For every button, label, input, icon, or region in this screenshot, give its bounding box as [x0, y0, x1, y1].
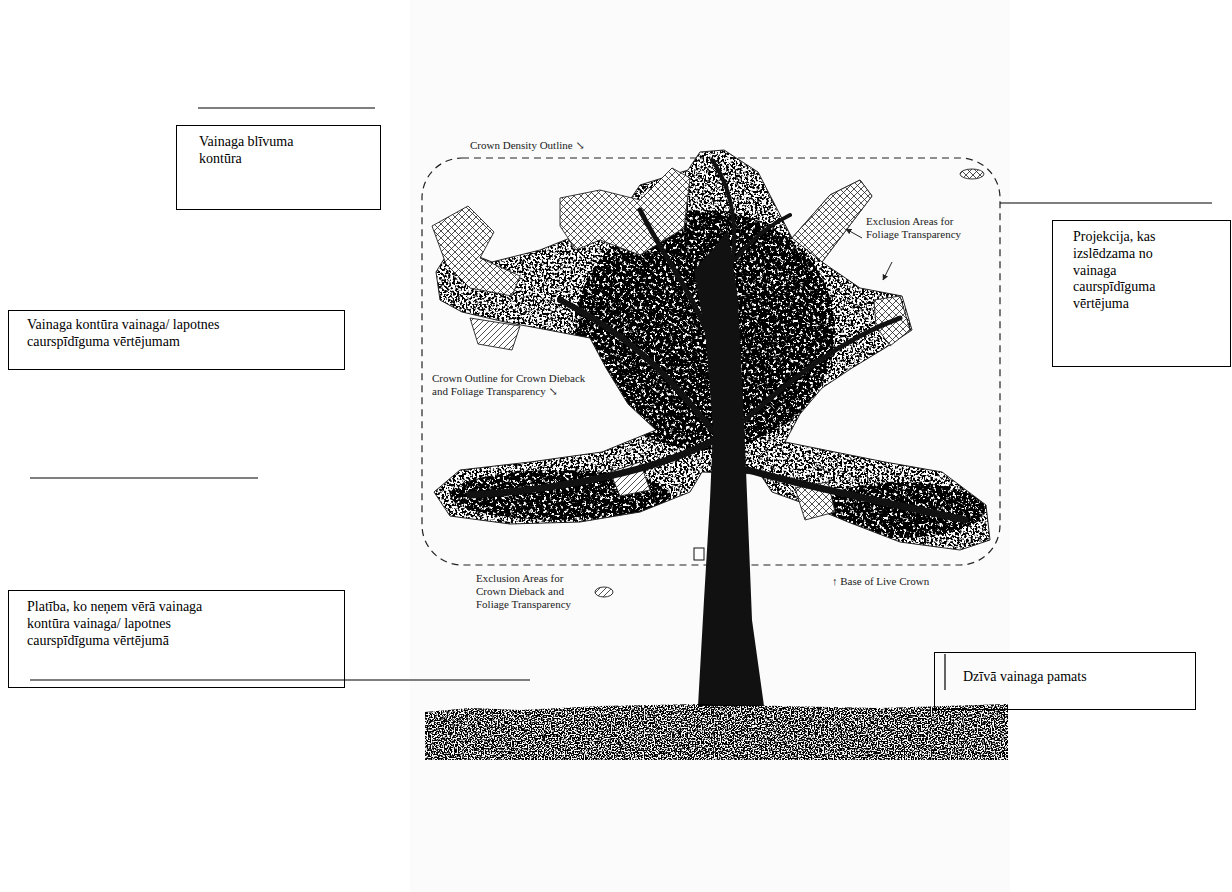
- transparency-exclusion-hatch: [432, 168, 910, 520]
- leader-line: [30, 477, 258, 478]
- figure-label: Crown Outline for Crown Dieback and Foli…: [432, 372, 600, 398]
- scanned-page: [410, 0, 1010, 892]
- crosshatch-symbol-fill: [960, 169, 984, 179]
- diagonal-symbol-fill: [595, 587, 613, 597]
- label-box: Vainaga blīvuma kontūra: [176, 125, 381, 210]
- leader-line: [1000, 202, 1212, 203]
- diagonal-hatch: [470, 318, 520, 350]
- crosshatch: [792, 180, 872, 262]
- box-text: Vainaga blīvuma kontūra: [199, 134, 330, 168]
- crown-base-marker: [694, 548, 704, 560]
- label-box: Platība, ko neņem vērā vainaga kontūra v…: [8, 590, 345, 688]
- leader-line: [30, 679, 530, 680]
- leader-line: [198, 107, 375, 108]
- crosshatch-area: [792, 180, 872, 262]
- crosshatch-symbol: [960, 169, 984, 179]
- label-box: Vainaga kontūra vainaga/ lapotnes caursp…: [8, 310, 345, 370]
- pointer-arrow: [846, 229, 862, 238]
- box-text: Vainaga kontūra vainaga/ lapotnes caursp…: [27, 317, 254, 351]
- figure-label: Crown Density Outline ↘: [470, 139, 585, 152]
- pointer-arrow: [883, 262, 892, 280]
- branch: [470, 440, 714, 495]
- label-box: Dzīvā vainaga pamats: [934, 652, 1196, 710]
- crosshatch: [560, 168, 690, 255]
- branch: [560, 300, 712, 430]
- leader-lines: [30, 108, 1212, 690]
- diagonal-symbol: [595, 587, 613, 597]
- box-text: Projekcija, kas izslēdzama no vainaga ca…: [1073, 229, 1172, 313]
- diagonal-area: [470, 318, 520, 350]
- crosshatch: [432, 206, 520, 296]
- crosshatch-area: [560, 168, 690, 255]
- branch: [735, 215, 790, 260]
- ground: [425, 704, 1008, 760]
- figure-label: Exclusion Areas for Crown Dieback and Fo…: [476, 572, 588, 612]
- figure-label: Exclusion Areas for Foliage Transparency: [866, 215, 984, 241]
- branch: [745, 318, 900, 420]
- trunk: [694, 230, 764, 706]
- branch: [748, 470, 965, 520]
- box-text: Dzīvā vainaga pamats: [963, 669, 1175, 686]
- label-box: Projekcija, kas izslēdzama no vainaga ca…: [1052, 220, 1231, 367]
- crosshatch-area: [432, 206, 520, 296]
- leader-line: [944, 654, 945, 690]
- box-text: Platība, ko neņem vērā vainaga kontūra v…: [27, 599, 234, 649]
- transparency-exclusion-areas: [432, 168, 910, 520]
- figure-label: ↑ Base of Live Crown: [832, 575, 929, 588]
